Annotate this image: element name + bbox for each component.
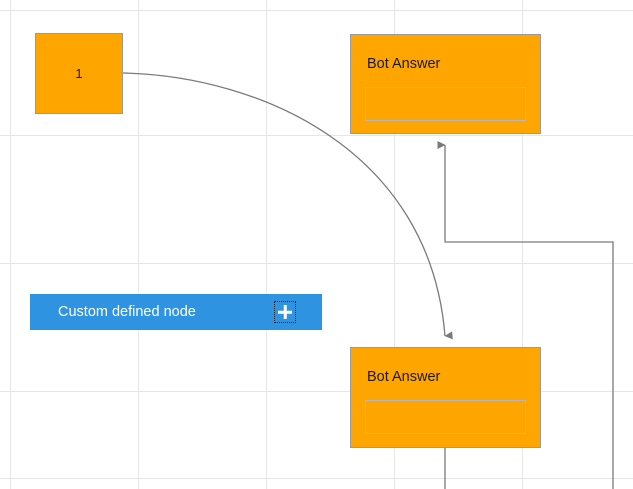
plus-icon[interactable] xyxy=(274,301,296,323)
edge-curve-node1-to-bot-bottom[interactable] xyxy=(122,72,453,340)
flow-node-bot-answer-top[interactable]: Bot Answer xyxy=(350,34,541,134)
flow-node-number-label: 1 xyxy=(75,66,83,81)
bot-answer-message-slot[interactable] xyxy=(365,400,526,434)
edge-loopback-bot-bottom-to-bot-top[interactable] xyxy=(437,141,614,489)
flow-node-bot-answer-bottom[interactable]: Bot Answer xyxy=(350,347,541,448)
custom-defined-node-label: Custom defined node xyxy=(58,303,196,320)
bot-answer-title: Bot Answer xyxy=(367,369,441,385)
flow-node-numbered[interactable]: 1 xyxy=(35,33,123,114)
bot-answer-title: Bot Answer xyxy=(367,56,441,72)
bot-answer-message-slot[interactable] xyxy=(365,87,526,121)
custom-defined-node-bar[interactable]: Custom defined node xyxy=(30,294,322,330)
